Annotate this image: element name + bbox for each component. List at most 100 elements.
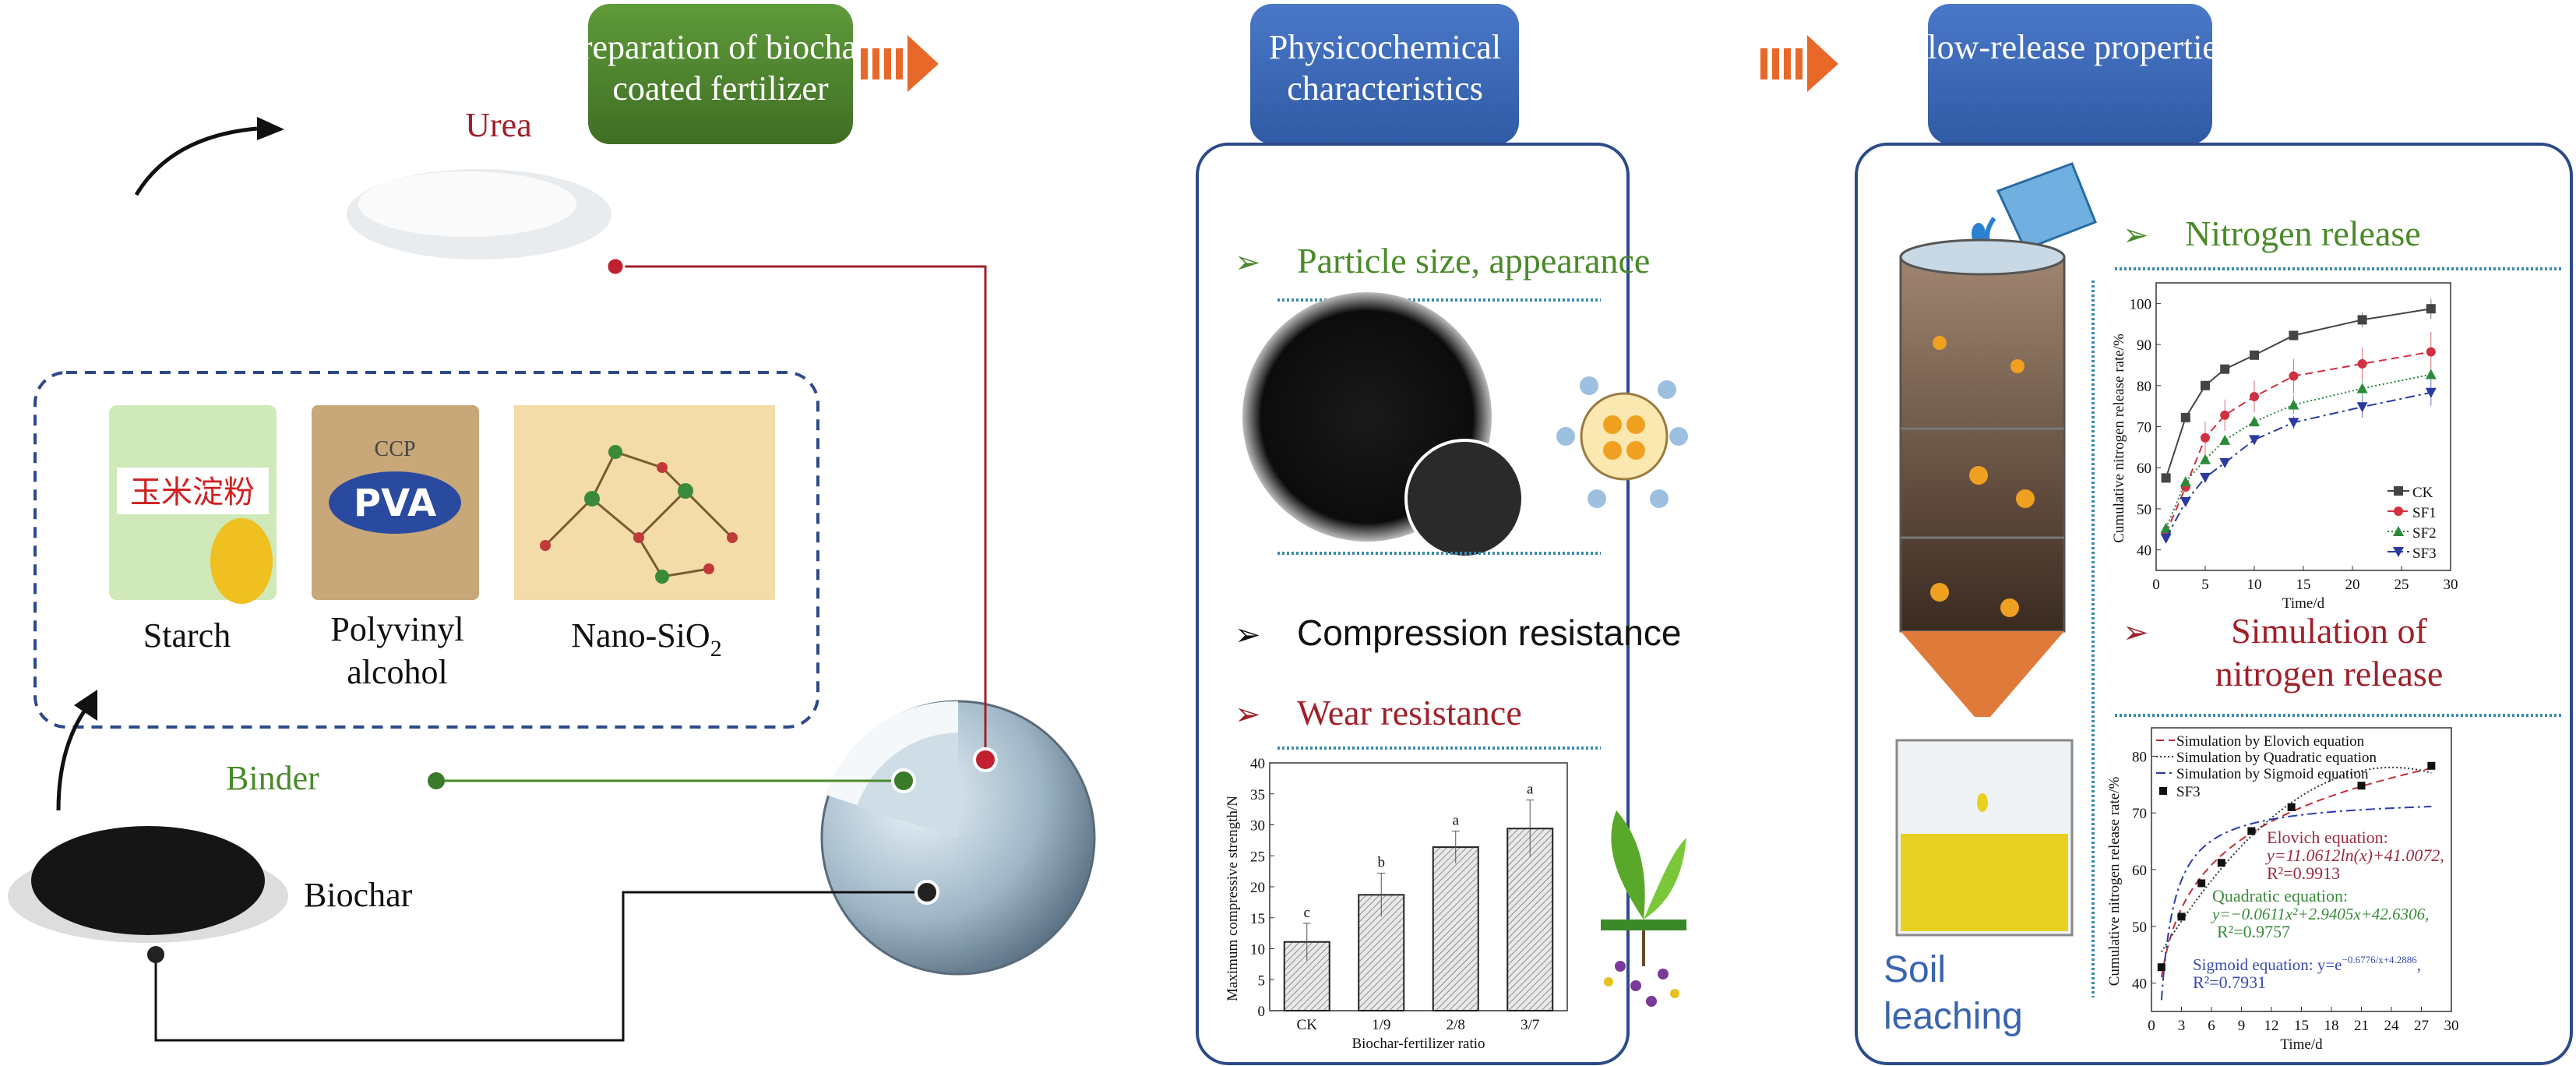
legend-label: Simulation by Quadratic equation	[2176, 750, 2377, 766]
starch-image: 玉米淀粉	[109, 405, 277, 604]
soil-leaching-label-line2: leaching	[1884, 996, 2023, 1037]
data-point	[2289, 330, 2299, 341]
data-point	[2288, 399, 2299, 410]
y-tick-label: 25	[1250, 849, 1265, 865]
x-tick-label: 15	[2294, 1018, 2309, 1034]
binder-dot	[428, 772, 445, 789]
y-tick-label: 0	[1258, 1004, 1266, 1020]
x-tick-label: 20	[2345, 577, 2360, 593]
data-point	[2250, 350, 2259, 360]
annotation: R²=0.7931	[2193, 972, 2266, 992]
y-tick-label: 80	[2137, 379, 2151, 395]
x-tick-label: 3/7	[1521, 1017, 1539, 1033]
urea-dot	[605, 256, 625, 277]
data-point	[2393, 526, 2404, 536]
data-point	[2394, 507, 2403, 516]
step-preparation: Preparation of biochar- coated fertilize…	[562, 4, 879, 144]
data-point	[2427, 761, 2436, 770]
panel-slow-release	[1855, 143, 2573, 1065]
y-tick-label: 50	[2132, 920, 2147, 936]
legend-label: SF3	[2176, 784, 2201, 800]
x-tick-label: 10	[2247, 577, 2262, 593]
x-tick-label: 25	[2395, 577, 2409, 593]
x-tick-label: CK	[1297, 1017, 1318, 1033]
x-tick-label: 30	[2444, 1018, 2459, 1034]
x-tick-label: 24	[2384, 1018, 2400, 1034]
data-point	[2160, 533, 2172, 544]
particle-structure-icon	[1556, 376, 1688, 508]
data-point	[2201, 380, 2210, 390]
legend-label: SF3	[2412, 545, 2437, 562]
pva-label-line2: alcohol	[347, 653, 448, 691]
y-tick-label: 60	[2132, 863, 2147, 879]
compression-heading: Compression resistance	[1297, 612, 1681, 653]
data-point	[2426, 347, 2436, 357]
x-tick-label: 2/8	[1447, 1017, 1465, 1033]
simulation-heading: Simulation of	[2231, 611, 2427, 651]
binder-materials-box	[33, 371, 819, 729]
binder-dot	[891, 768, 916, 793]
data-point	[2201, 432, 2210, 443]
data-point	[2249, 416, 2260, 427]
x-tick-label: 15	[2296, 577, 2311, 593]
significance-letter: a	[1527, 782, 1534, 798]
nitrogen-release-heading: Nitrogen release	[2185, 214, 2421, 253]
annotation: y=11.0612ln(x)+41.0072,	[2265, 845, 2444, 865]
biochar-dot	[914, 880, 939, 905]
legend-label: Simulation by Sigmoid equation	[2176, 766, 2369, 782]
step-box	[1250, 4, 1519, 144]
y-axis-label: Cumulative nitrogen release rate/%	[2106, 777, 2123, 987]
data-point	[2394, 486, 2403, 496]
data-point	[2219, 434, 2231, 445]
y-tick-label: 10	[1250, 942, 1265, 958]
y-tick-label: 50	[2137, 502, 2151, 518]
y-tick-label: 5	[1258, 972, 1266, 989]
data-point	[2220, 410, 2230, 420]
series-line	[2165, 373, 2431, 529]
pva-bag-brand: CCP	[375, 437, 416, 461]
pva-label: Polyvinyl	[330, 610, 463, 648]
arrow-curve-icon	[134, 126, 258, 196]
urea-dot	[973, 747, 998, 772]
arrow-curve-icon	[56, 708, 88, 811]
annotation: Sigmoid equation: y=e−0.6776/x+4.2886,	[2193, 954, 2421, 974]
data-point	[2177, 912, 2186, 921]
x-axis-label: Time/d	[2280, 1036, 2323, 1053]
urea-connector	[615, 265, 987, 760]
data-point	[2247, 827, 2256, 835]
data-point	[2288, 418, 2299, 429]
legend-label: SF1	[2412, 505, 2437, 521]
data-point	[2157, 963, 2165, 972]
data-point	[2180, 496, 2191, 507]
soil-leaching-label: Soil	[1884, 949, 1946, 990]
step-box	[588, 4, 853, 144]
x-tick-label: 0	[2152, 577, 2160, 593]
particle-appearance-image	[1242, 292, 1524, 559]
legend-marker	[2159, 787, 2167, 795]
legend-label: CK	[2412, 485, 2433, 501]
x-tick-label: 21	[2354, 1018, 2369, 1034]
data-point	[2200, 454, 2211, 464]
coated-fertilizer-sphere	[820, 700, 1096, 976]
data-point	[2180, 476, 2191, 487]
data-point	[2357, 315, 2367, 325]
nano-sio2-label: Nano-SiO2	[571, 616, 721, 662]
x-tick-label: 9	[2238, 1018, 2246, 1034]
data-point	[2356, 402, 2368, 413]
x-tick-label: 1/9	[1372, 1017, 1390, 1033]
bullet-arrow-icon: ➢	[1235, 245, 1261, 280]
data-point	[2180, 412, 2190, 422]
bullet-arrow-icon: ➢	[2123, 615, 2149, 650]
data-point	[2393, 547, 2404, 557]
biochar-dot	[147, 946, 164, 963]
annotation-part: ,	[2417, 955, 2421, 974]
step-title: coated fertilizer	[612, 69, 829, 108]
data-point	[2249, 435, 2260, 446]
biochar-connector	[154, 891, 927, 1042]
bullet-arrow-icon: ➢	[1235, 697, 1261, 732]
x-tick-label: 30	[2444, 577, 2458, 593]
legend-label: Simulation by Elovich equation	[2176, 733, 2365, 750]
x-tick-label: 12	[2264, 1018, 2279, 1034]
simulation-heading-line2: nitrogen release	[2215, 654, 2443, 694]
y-tick-label: 70	[2137, 420, 2151, 436]
